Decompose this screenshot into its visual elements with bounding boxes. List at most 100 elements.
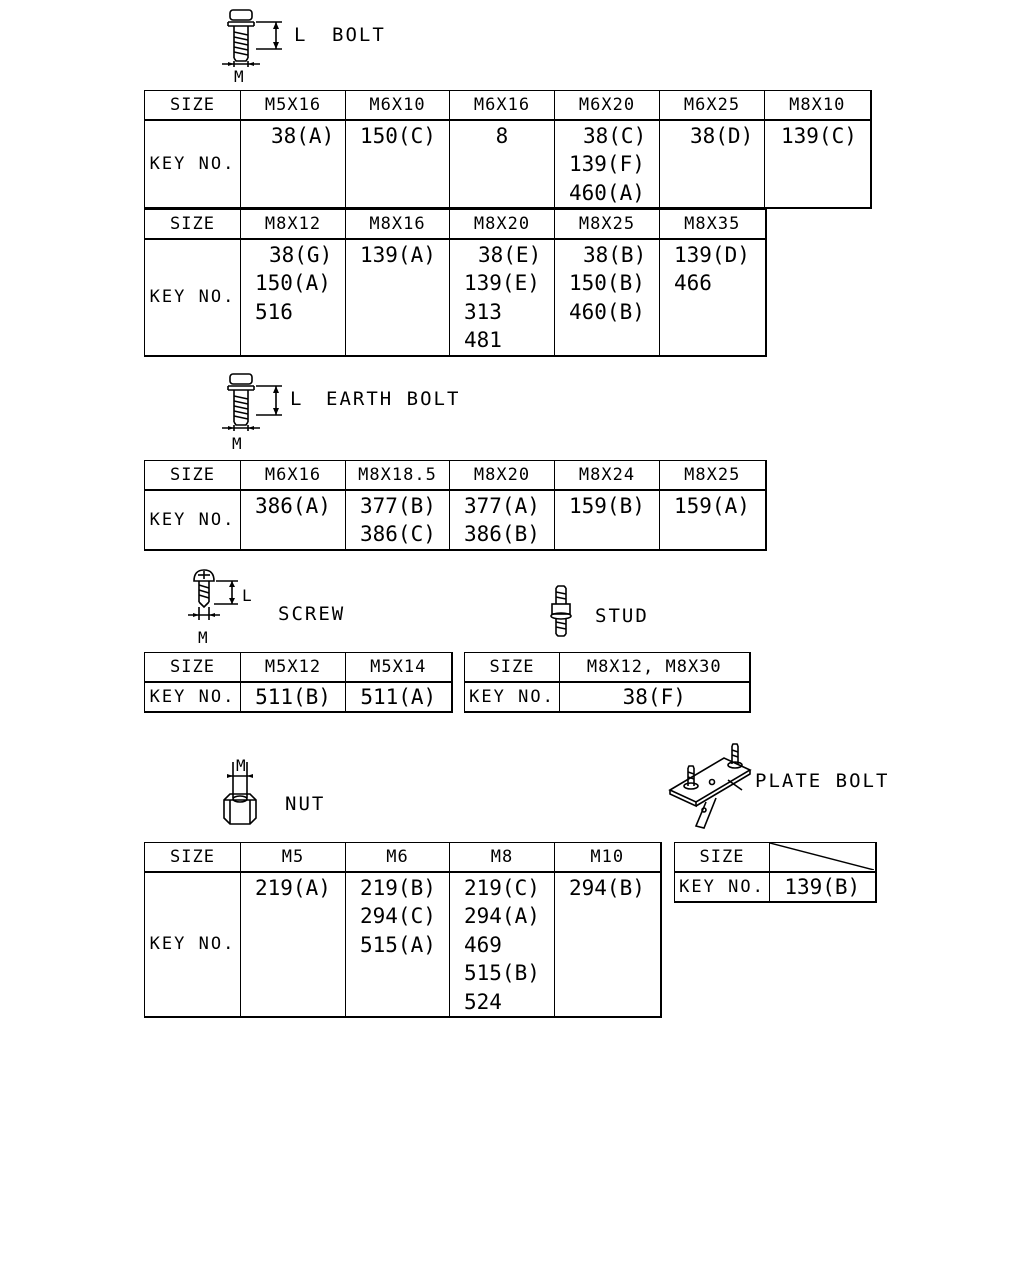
bolt-title: BOLT — [332, 24, 386, 46]
key-value: 150(B) — [569, 271, 645, 295]
key-cell: 511(A) — [345, 681, 452, 713]
size-header: SIZE — [144, 842, 241, 873]
key-value: 38(A) — [271, 123, 335, 148]
bolt-table-2: SIZE M8X12 M8X16 M8X20 M8X25 M8X35 KEY N… — [144, 209, 767, 357]
size-header: SIZE — [144, 90, 241, 121]
size-header: SIZE — [144, 652, 241, 683]
key-value: 386(C) — [360, 522, 436, 546]
plate-bolt-title: PLATE BOLT — [755, 770, 890, 792]
key-value: 313 — [464, 299, 502, 324]
key-value: 139(C) — [781, 123, 857, 148]
size-cell: M6X16 — [449, 90, 555, 121]
nut-icon — [223, 762, 257, 825]
earth-bolt-icon — [222, 373, 282, 431]
key-value: 159(A) — [674, 493, 750, 518]
nut-title: NUT — [285, 793, 326, 815]
key-cell: 38(D) — [659, 119, 765, 209]
size-cell: M8X12 — [240, 209, 346, 240]
size-cell: M8X20 — [449, 460, 555, 491]
key-cell: 219(B) 294(C) 515(A) — [345, 871, 450, 1018]
key-value: 386(B) — [464, 522, 540, 546]
key-value: 38(E) — [478, 242, 542, 267]
key-cell: 139(C) — [764, 119, 871, 209]
nut-dim-m-label: M — [236, 756, 246, 775]
key-cell: 139(B) — [769, 871, 876, 903]
size-cell: M8 — [449, 842, 555, 873]
size-cell: M8X18.5 — [345, 460, 450, 491]
screw-table: SIZE M5X12 M5X14 KEY NO. 511(B) 511(A) — [144, 652, 453, 713]
key-value: 377(A) — [464, 493, 540, 518]
key-value: 219(B) — [360, 875, 436, 900]
key-value: 139(A) — [360, 242, 436, 267]
key-value: 294(C) — [360, 904, 436, 928]
size-cell-empty — [769, 842, 876, 873]
key-value: 511(A) — [360, 684, 437, 709]
key-value: 294(B) — [569, 875, 645, 900]
size-cell: M6 — [345, 842, 450, 873]
key-value: 150(C) — [360, 123, 436, 148]
key-value: 386(A) — [255, 493, 331, 518]
screw-title: SCREW — [278, 603, 346, 625]
key-no-header: KEY NO. — [144, 238, 241, 356]
key-no-header: KEY NO. — [144, 871, 241, 1018]
stud-table: SIZE M8X12, M8X30 KEY NO. 38(F) — [464, 652, 751, 713]
stud-title: STUD — [595, 605, 649, 627]
size-cell: M10 — [554, 842, 661, 873]
key-cell: 159(B) — [554, 489, 660, 550]
size-cell: M8X24 — [554, 460, 660, 491]
key-cell: 139(D) 466 — [659, 238, 766, 356]
key-cell: 386(A) — [240, 489, 346, 550]
key-value: 515(B) — [464, 961, 540, 985]
key-cell: 38(C) 139(F) 460(A) — [554, 119, 660, 209]
size-cell: M8X25 — [554, 209, 660, 240]
key-value: 38(D) — [690, 123, 754, 148]
key-cell: 8 — [449, 119, 555, 209]
size-header: SIZE — [674, 842, 770, 873]
key-cell: 377(B) 386(C) — [345, 489, 450, 550]
key-value: 511(B) — [255, 684, 331, 709]
key-cell: 38(B) 150(B) 460(B) — [554, 238, 660, 356]
key-no-header: KEY NO. — [464, 681, 560, 713]
key-cell: 294(B) — [554, 871, 661, 1018]
key-cell: 38(F) — [559, 681, 750, 713]
size-cell: M6X25 — [659, 90, 765, 121]
key-value: 481 — [464, 328, 502, 352]
key-value: 139(D) — [674, 242, 750, 267]
key-value: 150(A) — [255, 271, 331, 295]
key-cell: 38(E) 139(E) 313 481 — [449, 238, 555, 356]
earth-bolt-title: EARTH BOLT — [326, 388, 461, 410]
key-no-header: KEY NO. — [144, 119, 241, 209]
key-no-header: KEY NO. — [144, 681, 241, 713]
size-header: SIZE — [464, 652, 560, 683]
key-value: 377(B) — [360, 493, 436, 518]
size-cell: M5X12 — [240, 652, 346, 683]
key-value: 139(B) — [784, 874, 861, 899]
key-value: 294(A) — [464, 904, 540, 928]
earth-bolt-table: SIZE M6X16 M8X18.5 M8X20 M8X24 M8X25 KEY… — [144, 460, 767, 551]
bolt-dim-l-label: L — [294, 24, 308, 46]
key-value: 460(A) — [569, 180, 645, 205]
stud-icon — [550, 585, 572, 637]
key-value: 38(G) — [269, 242, 333, 267]
key-value: 219(C) — [464, 875, 540, 900]
key-value: 38(B) — [583, 242, 647, 267]
bolt-table-1: SIZE M5X16 M6X10 M6X16 M6X20 M6X25 M8X10… — [144, 90, 872, 209]
key-value: 38(C) — [583, 123, 647, 148]
key-no-header: KEY NO. — [144, 489, 241, 550]
key-cell: 219(C) 294(A) 469 515(B) 524 — [449, 871, 555, 1018]
size-header: SIZE — [144, 209, 241, 240]
size-cell: M5 — [240, 842, 346, 873]
key-cell: 38(G) 150(A) 516 — [240, 238, 346, 356]
key-cell: 377(A) 386(B) — [449, 489, 555, 550]
size-cell: M8X10 — [764, 90, 871, 121]
earth-bolt-dim-l-label: L — [290, 388, 304, 410]
plate-bolt-table: SIZE KEY NO. 139(B) — [674, 842, 877, 903]
bolt-dim-m-label: M — [234, 67, 244, 86]
earth-bolt-dim-m-label: M — [232, 434, 242, 453]
key-value: 159(B) — [569, 493, 645, 518]
size-cell: M8X16 — [345, 209, 450, 240]
size-cell: M6X16 — [240, 460, 346, 491]
key-value: 139(F) — [569, 152, 645, 176]
size-cell: M8X20 — [449, 209, 555, 240]
screw-dim-l-label: L — [242, 586, 252, 605]
